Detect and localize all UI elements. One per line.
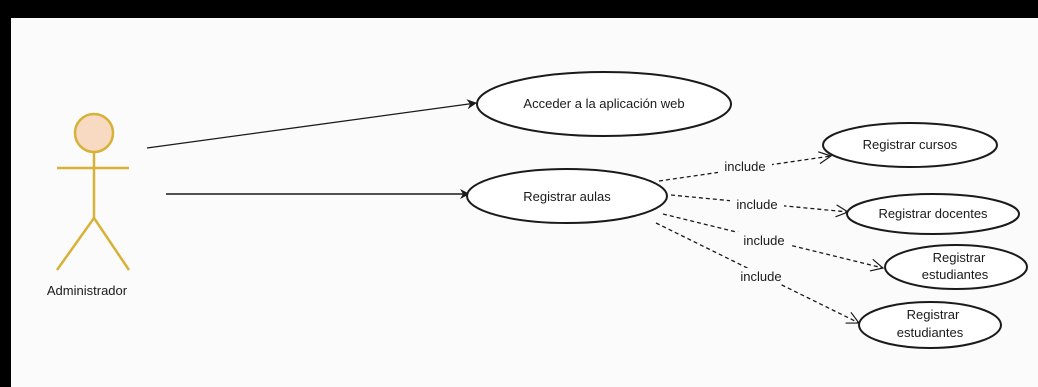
association-access	[146, 99, 477, 149]
diagram-canvas: Administrador include include include in…	[11, 18, 1038, 387]
include-label-bg	[730, 196, 784, 212]
actor-left-leg	[55, 217, 96, 271]
use-case-register-students-1[interactable]: Registrar estudiantes	[884, 244, 1028, 290]
include-label-bg	[734, 268, 788, 284]
use-case-label: Registrar aulas	[523, 189, 611, 204]
actor-right-leg	[92, 217, 131, 271]
use-case-label-line-2: estudiantes	[922, 267, 989, 282]
use-case-ellipse	[466, 168, 668, 224]
use-case-label: Registrar cursos	[863, 137, 958, 152]
include-line-teachers	[670, 194, 848, 212]
use-case-label-line-1: Registrar	[907, 307, 960, 322]
use-case-label: Acceder a la aplicación web	[523, 96, 684, 111]
use-case-ellipse	[858, 301, 1002, 349]
include-label-bg	[718, 158, 772, 174]
use-case-register-students-2[interactable]: Registrar estudiantes	[858, 301, 1002, 349]
actor-label: Administrador	[47, 283, 128, 298]
use-case-label-line-2: estudiantes	[897, 325, 964, 340]
include-label-bg	[737, 232, 791, 248]
use-case-register-courses[interactable]: Registrar cursos	[822, 122, 998, 168]
use-case-diagram: Administrador include include include in…	[47, 71, 1028, 349]
use-case-ellipse	[884, 244, 1028, 290]
use-case-ellipse	[846, 193, 1020, 235]
include-label-teachers: include	[736, 197, 777, 212]
actor-head	[73, 112, 115, 154]
actor-administrador[interactable]: Administrador	[47, 112, 131, 298]
use-case-label: Registrar docentes	[878, 206, 988, 221]
include-label-students-1: include	[743, 233, 784, 248]
use-case-register-classrooms[interactable]: Registrar aulas	[466, 168, 668, 224]
include-label-students-2: include	[740, 269, 781, 284]
use-case-label-line-1: Registrar	[933, 250, 986, 265]
include-label-courses: include	[724, 159, 765, 174]
use-case-register-teachers[interactable]: Registrar docentes	[846, 193, 1020, 235]
use-case-access[interactable]: Acceder a la aplicación web	[476, 71, 732, 137]
use-case-ellipse	[822, 122, 998, 168]
use-case-ellipse	[476, 71, 732, 137]
